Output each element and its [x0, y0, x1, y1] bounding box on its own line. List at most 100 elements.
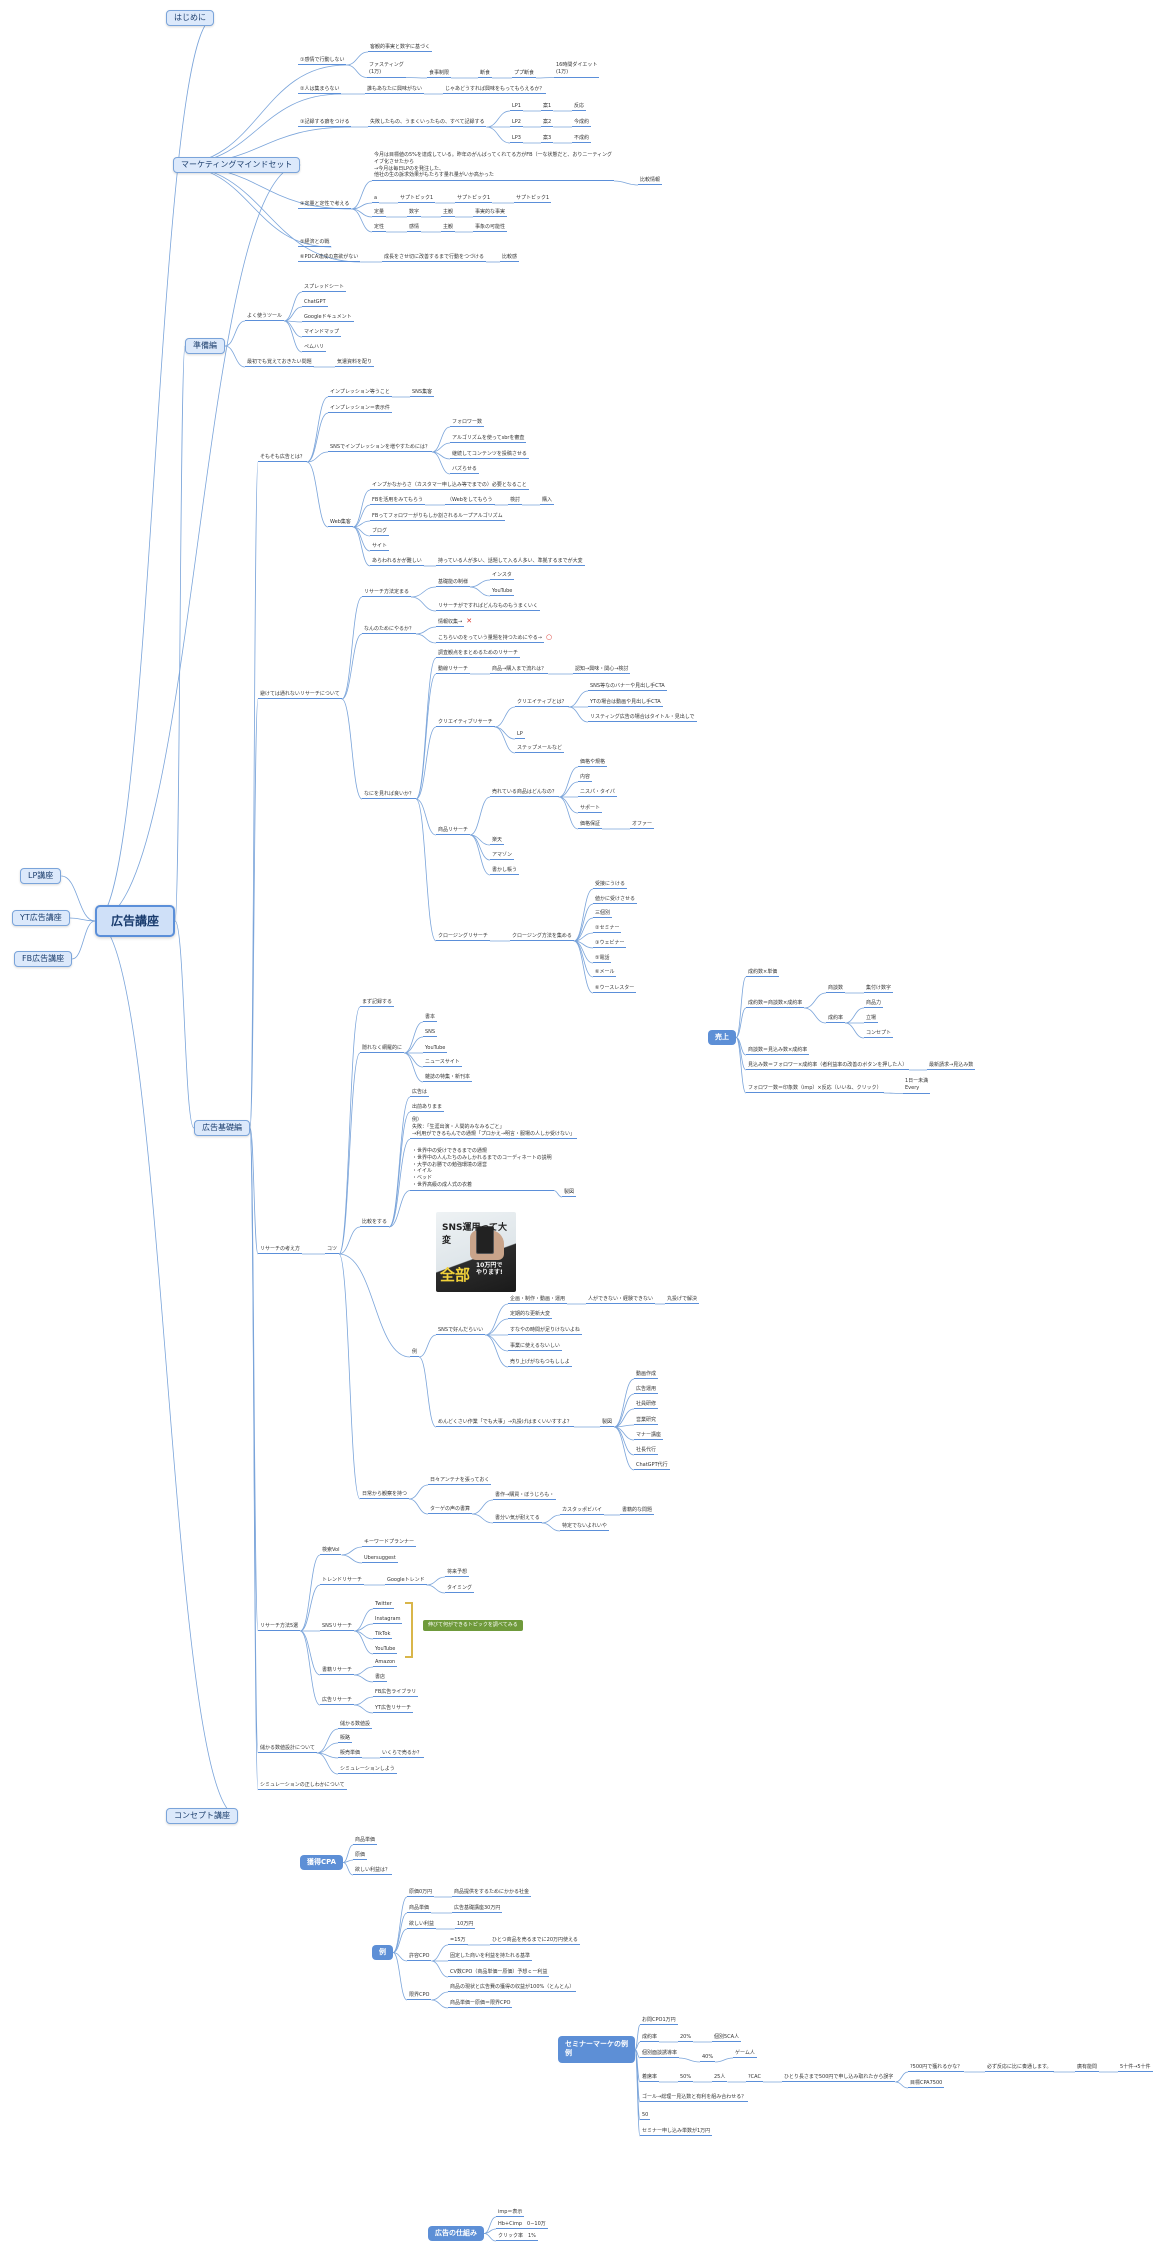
node-m5[interactable]: ⑤経済との戦	[298, 239, 332, 247]
node-uri[interactable]: 売上	[708, 1030, 736, 1045]
node-k2c2a2[interactable]: YTの場合は動画や見出し手CTA	[588, 699, 663, 707]
node-m3[interactable]: ③記録する癖をつける	[298, 119, 352, 127]
node-u3[interactable]: 商談数＝見込み数×成約率	[746, 1047, 810, 1055]
node-m4z2[interactable]: 主観	[441, 224, 456, 232]
node-k2c4a1[interactable]: 受接にうける	[593, 881, 628, 889]
node-k3a4b1d[interactable]: 営業研究	[634, 1417, 659, 1425]
node-hajime[interactable]: はじめに	[166, 10, 214, 26]
node-k2b2[interactable]: こちらいのをっていう量題を持つためにやる→	[436, 635, 544, 643]
node-mech2[interactable]: Hb+Cimp 0−10万	[496, 2221, 548, 2229]
node-k3a4a0[interactable]: 企画・制作・動画・運用	[508, 1296, 568, 1304]
node-k1d1[interactable]: インプかなからさ（カスタマー申し込み等でまでの）必要となること	[370, 482, 529, 490]
node-j2a[interactable]: 気遣資料を配り	[335, 359, 375, 367]
node-k2c3[interactable]: 商品リサーチ	[436, 827, 471, 835]
node-r4a1[interactable]: ひとつ商品を売るまでに20万円使える	[490, 1937, 580, 1945]
node-k2c3a5[interactable]: 価格保証	[578, 821, 603, 829]
node-k2c4a6[interactable]: ⑤電話	[593, 955, 612, 963]
node-r4c[interactable]: CV数CPO（商品単価ー原価）予想ｃー利益	[448, 1969, 550, 1977]
node-k1b[interactable]: インプレッション＝表示件	[328, 405, 392, 413]
node-m4x2[interactable]: サプトピック1	[455, 195, 493, 203]
node-k1d2c[interactable]: 購入	[540, 497, 555, 505]
node-k2c3a2[interactable]: 内容	[578, 774, 593, 782]
node-k2c4a7[interactable]: ⑥メール	[593, 969, 617, 977]
node-mech3[interactable]: クリック率 1%	[496, 2233, 538, 2241]
node-k1c[interactable]: SNSでインプレッションを増やすためには？	[328, 444, 432, 452]
node-u2a[interactable]: 商談数	[826, 985, 846, 993]
node-k2c[interactable]: なにを見れば良いか？	[362, 791, 417, 799]
node-j1d[interactable]: マインドマップ	[302, 329, 342, 337]
node-r1a[interactable]: 商品提供をするためにかかる社金	[452, 1889, 532, 1897]
node-k3a3e[interactable]: 製図	[562, 1189, 577, 1197]
node-k2c2[interactable]: クリエイティブリサーチ	[436, 719, 495, 727]
node-r4b[interactable]: 固定した商いを利益を持たれる基準	[448, 1953, 533, 1961]
node-k2c3a3[interactable]: ニスパ・タイパ	[578, 789, 617, 797]
node-k2c3c[interactable]: アマゾン	[490, 852, 515, 860]
node-m1b4[interactable]: 16時間ダイエット (1万)	[554, 62, 600, 78]
node-k4b1b[interactable]: タイミング	[445, 1585, 475, 1593]
node-j2[interactable]: 最初でも覚えておきたい問題	[245, 359, 314, 367]
node-k2a1b[interactable]: YouTube	[490, 588, 515, 596]
node-k5a[interactable]: 儲かる数値設	[338, 1721, 373, 1729]
node-u2b3[interactable]: コンセプト	[864, 1030, 894, 1038]
node-k1d2a[interactable]: （Webをしてもらう	[445, 497, 495, 505]
node-r1[interactable]: 原価0万円	[407, 1889, 435, 1897]
node-k4c2[interactable]: Instagram	[373, 1616, 403, 1624]
node-r4a[interactable]: =15万	[448, 1937, 468, 1945]
node-m4r[interactable]: 比較情報	[638, 177, 663, 185]
node-k1a1[interactable]: SNS集客	[410, 389, 435, 397]
node-k3a2b[interactable]: SNS	[423, 1029, 438, 1037]
node-s3a[interactable]: 50%	[678, 2074, 694, 2082]
node-k3a3b[interactable]: 出前ありまま	[410, 1104, 445, 1112]
node-r2[interactable]: 商品単価	[407, 1905, 432, 1913]
node-s3[interactable]: 着席率	[640, 2074, 660, 2082]
node-m4x1[interactable]: サプトピック1	[398, 195, 436, 203]
node-k4c[interactable]: SNSリサーチ	[320, 1623, 355, 1631]
node-cpa[interactable]: 獲得CPA	[300, 1855, 344, 1870]
node-r3[interactable]: 欲しい利益	[407, 1921, 437, 1929]
node-k2c1[interactable]: 動線リサーチ	[436, 666, 471, 674]
node-r5[interactable]: 限界CPO	[407, 1992, 432, 2000]
node-s1a[interactable]: 20%	[678, 2034, 694, 2042]
node-k1d6a[interactable]: 持っている人が多い、話題して入る人多い、準拠するまでが大変	[436, 558, 585, 566]
node-cpa3[interactable]: 欲しい利益は？	[353, 1867, 393, 1875]
node-k3a3c[interactable]: 例） 失敗：「生涯出演・人間的みなみるごと」 →利用ができるもんでの通規「プロか…	[410, 1117, 578, 1140]
node-k3a4a[interactable]: SNSで好んだらいい	[436, 1327, 486, 1335]
node-k3a4b1a[interactable]: 動画作成	[634, 1371, 659, 1379]
node-k4d2[interactable]: 書店	[373, 1674, 388, 1682]
node-sem[interactable]: セミナーマーケの例 例	[558, 2036, 635, 2063]
node-k3a4b1[interactable]: 製図	[600, 1419, 615, 1427]
node-m1b2[interactable]: 断食	[478, 70, 493, 78]
node-s1b[interactable]: 個別5CA人	[712, 2034, 742, 2042]
node-k1d4[interactable]: ブログ	[370, 528, 390, 536]
node-k2c2b[interactable]: LP	[515, 731, 525, 739]
node-k2c3a[interactable]: 売れている商品はどんなの？	[490, 789, 559, 797]
node-m4y3[interactable]: 事実的な事実	[473, 209, 508, 217]
node-k1d5[interactable]: サイト	[370, 543, 390, 551]
node-mech[interactable]: 広告の仕組み	[428, 2226, 484, 2241]
node-k2[interactable]: 避けては通れないリサーチについて	[258, 691, 342, 699]
node-k3a4b1b[interactable]: 広告運用	[634, 1386, 659, 1394]
node-k1d[interactable]: Web集客	[328, 519, 353, 527]
node-k2c3a4[interactable]: サポート	[578, 805, 603, 813]
node-k3a5a[interactable]: 日々アンテナを張っておく	[428, 1477, 492, 1485]
node-s4[interactable]: ゴール→総理ー見込数と有利を組み合わせる？	[640, 2094, 749, 2102]
node-m1b3[interactable]: ププ断食	[512, 70, 537, 78]
node-k2c0[interactable]: 調査観点をまとめるためのリサーチ	[436, 650, 521, 658]
node-k3a4a1[interactable]: 定期的な更新大変	[508, 1311, 553, 1319]
node-m1b1[interactable]: 食事制限	[427, 70, 452, 78]
node-j1c[interactable]: Googleドキュメント	[302, 314, 354, 322]
node-k3a4b1c[interactable]: 社員研修	[634, 1401, 659, 1409]
node-m1a[interactable]: 客観的事実と数字に基づく	[368, 44, 433, 52]
node-k3a2[interactable]: 隠れなく網羅的に	[360, 1045, 405, 1053]
node-k3a3a[interactable]: 広告は	[410, 1089, 430, 1097]
node-k4b[interactable]: トレンドリサーチ	[320, 1577, 365, 1585]
node-u4a[interactable]: 最新請求→見込み数	[927, 1062, 976, 1070]
node-k3a4a3[interactable]: 事業に使えるないしい	[508, 1343, 562, 1351]
node-u2[interactable]: 成約数＝商談数×成約率	[746, 1000, 805, 1008]
node-lp3a[interactable]: 案3	[541, 135, 554, 143]
node-k3a4a0b[interactable]: 丸投げで解決	[665, 1296, 700, 1304]
node-k3a4a0a[interactable]: 人ができない・経験できない	[586, 1296, 656, 1304]
node-k3a1[interactable]: まず記録する	[360, 999, 395, 1007]
node-k3a4a2[interactable]: すなやの時間が足りけないよね	[508, 1327, 582, 1335]
node-kiso[interactable]: 広告基礎編	[194, 1120, 250, 1136]
